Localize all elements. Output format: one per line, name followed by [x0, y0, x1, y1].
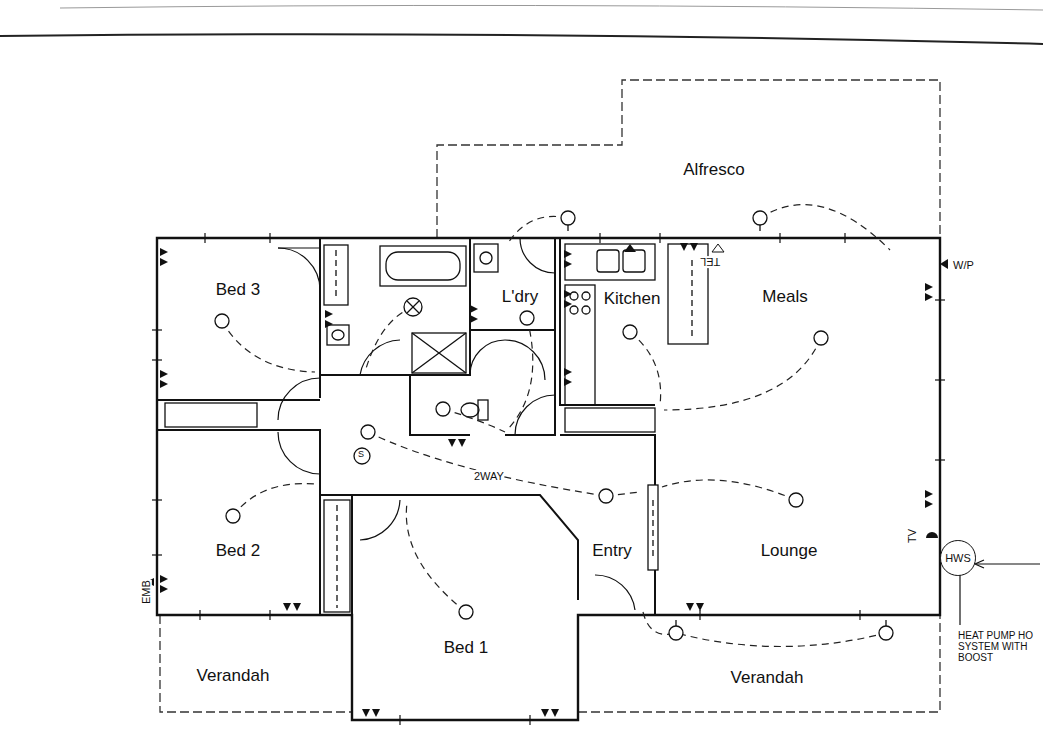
room-name: Lounge [759, 541, 820, 561]
room-label: Verandah [195, 666, 272, 686]
room-name: Verandah [195, 666, 272, 686]
room-label: Bed 3 [214, 280, 262, 300]
room-label: Bed 2 [214, 541, 262, 561]
outlet-note: TEL [700, 256, 720, 268]
room-label: Entry [590, 541, 634, 561]
room-name: Bed 3 [214, 280, 262, 300]
room-name: Bed 1 [442, 638, 490, 658]
outlet-note: EMB [140, 580, 152, 604]
hws-circle: HWS [940, 540, 976, 576]
detector-mark: S [358, 450, 364, 460]
room-name: Entry [590, 541, 634, 561]
room-label: Bed 1 [442, 638, 490, 658]
room-name: Meals [760, 287, 809, 307]
room-name: Verandah [729, 668, 806, 688]
room-name: L'dry [500, 287, 540, 307]
room-label: Verandah [729, 668, 806, 688]
room-label: Alfresco [681, 160, 746, 180]
callout-note: HEAT PUMP HO SYSTEM WITH BOOST [958, 630, 1042, 663]
outlet-note: W/P [953, 259, 974, 271]
room-name: Alfresco [681, 160, 746, 180]
outlet-note: TV [906, 529, 918, 543]
room-label: Kitchen [602, 289, 663, 309]
room-label: Meals [760, 287, 809, 307]
room-label: L'dry [500, 287, 540, 307]
equipment-label: HWS [945, 552, 971, 565]
room-name: Bed 2 [214, 541, 262, 561]
room-label: Lounge [759, 541, 820, 561]
switch-note: 2WAY [474, 470, 504, 482]
room-name: Kitchen [602, 289, 663, 309]
